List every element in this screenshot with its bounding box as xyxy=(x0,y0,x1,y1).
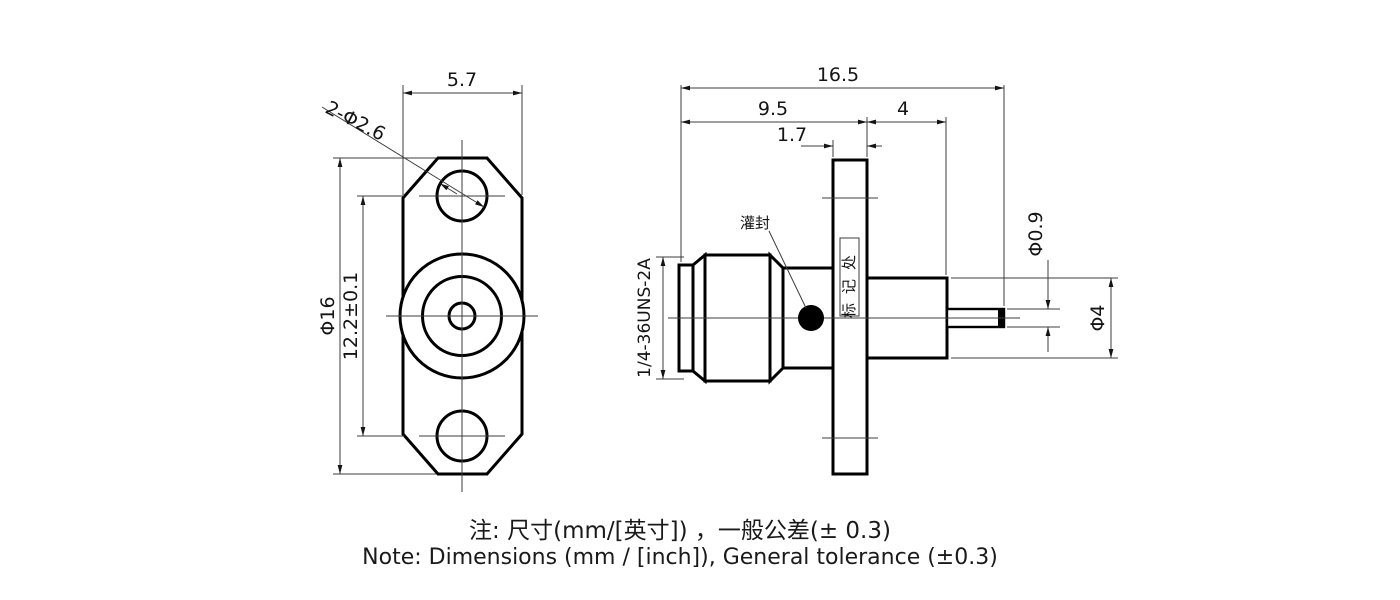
dim-flange-width: 5.7 xyxy=(402,69,523,195)
callout-mounting-holes-label: 2-Φ2.6 xyxy=(322,97,389,146)
front-view: 5.7 Φ16 12.2±0.1 2-Φ2.6 xyxy=(317,69,538,492)
marking-label: 标记处 xyxy=(840,246,858,318)
front-center-lines xyxy=(386,140,538,492)
dim-hole-spacing-label: 12.2±0.1 xyxy=(340,272,362,360)
dim-overall-length-label: 16.5 xyxy=(817,64,859,86)
dim-flange-thickness: 1.7 xyxy=(777,124,882,157)
dim-body-to-flange: 9.5 xyxy=(681,98,868,157)
dim-flange-height-label: Φ16 xyxy=(317,296,339,335)
dim-flange-height: Φ16 xyxy=(317,157,436,475)
dim-rear-length-label: 4 xyxy=(897,98,909,120)
dim-pin-diameter: Φ0.9 xyxy=(1007,211,1060,352)
dim-flange-thickness-label: 1.7 xyxy=(777,124,807,146)
note-english: Note: Dimensions (mm / [inch]), General … xyxy=(362,545,998,570)
potting-callout: 灌封 xyxy=(740,214,824,331)
potting-dot xyxy=(798,305,824,331)
dim-flange-width-label: 5.7 xyxy=(447,69,477,91)
side-view: 灌封 标记处 1/4-36UNS-2A 16.5 9.5 xyxy=(635,64,1118,476)
note-chinese: 注: 尺寸(mm/[英寸]) ，一般公差(± 0.3) xyxy=(469,518,891,544)
dim-insulator-diameter-label: Φ4 xyxy=(1087,304,1109,331)
side-center-lines xyxy=(668,197,1020,439)
thread-callout-label: 1/4-36UNS-2A xyxy=(635,258,655,378)
dim-body-to-flange-label: 9.5 xyxy=(758,98,788,120)
dim-pin-diameter-label: Φ0.9 xyxy=(1025,211,1047,256)
notes: 注: 尺寸(mm/[英寸]) ，一般公差(± 0.3) Note: Dimens… xyxy=(362,518,998,570)
marking-box xyxy=(839,237,860,317)
dim-hole-spacing: 12.2±0.1 xyxy=(340,195,404,437)
dim-rear-length: 4 xyxy=(867,98,947,275)
marking-callout: 标记处 xyxy=(839,237,860,318)
thread-callout: 1/4-36UNS-2A xyxy=(635,256,684,380)
dim-insulator-diameter: Φ4 xyxy=(951,277,1118,359)
dim-overall-length: 16.5 xyxy=(680,64,1005,306)
potting-label: 灌封 xyxy=(740,214,770,232)
